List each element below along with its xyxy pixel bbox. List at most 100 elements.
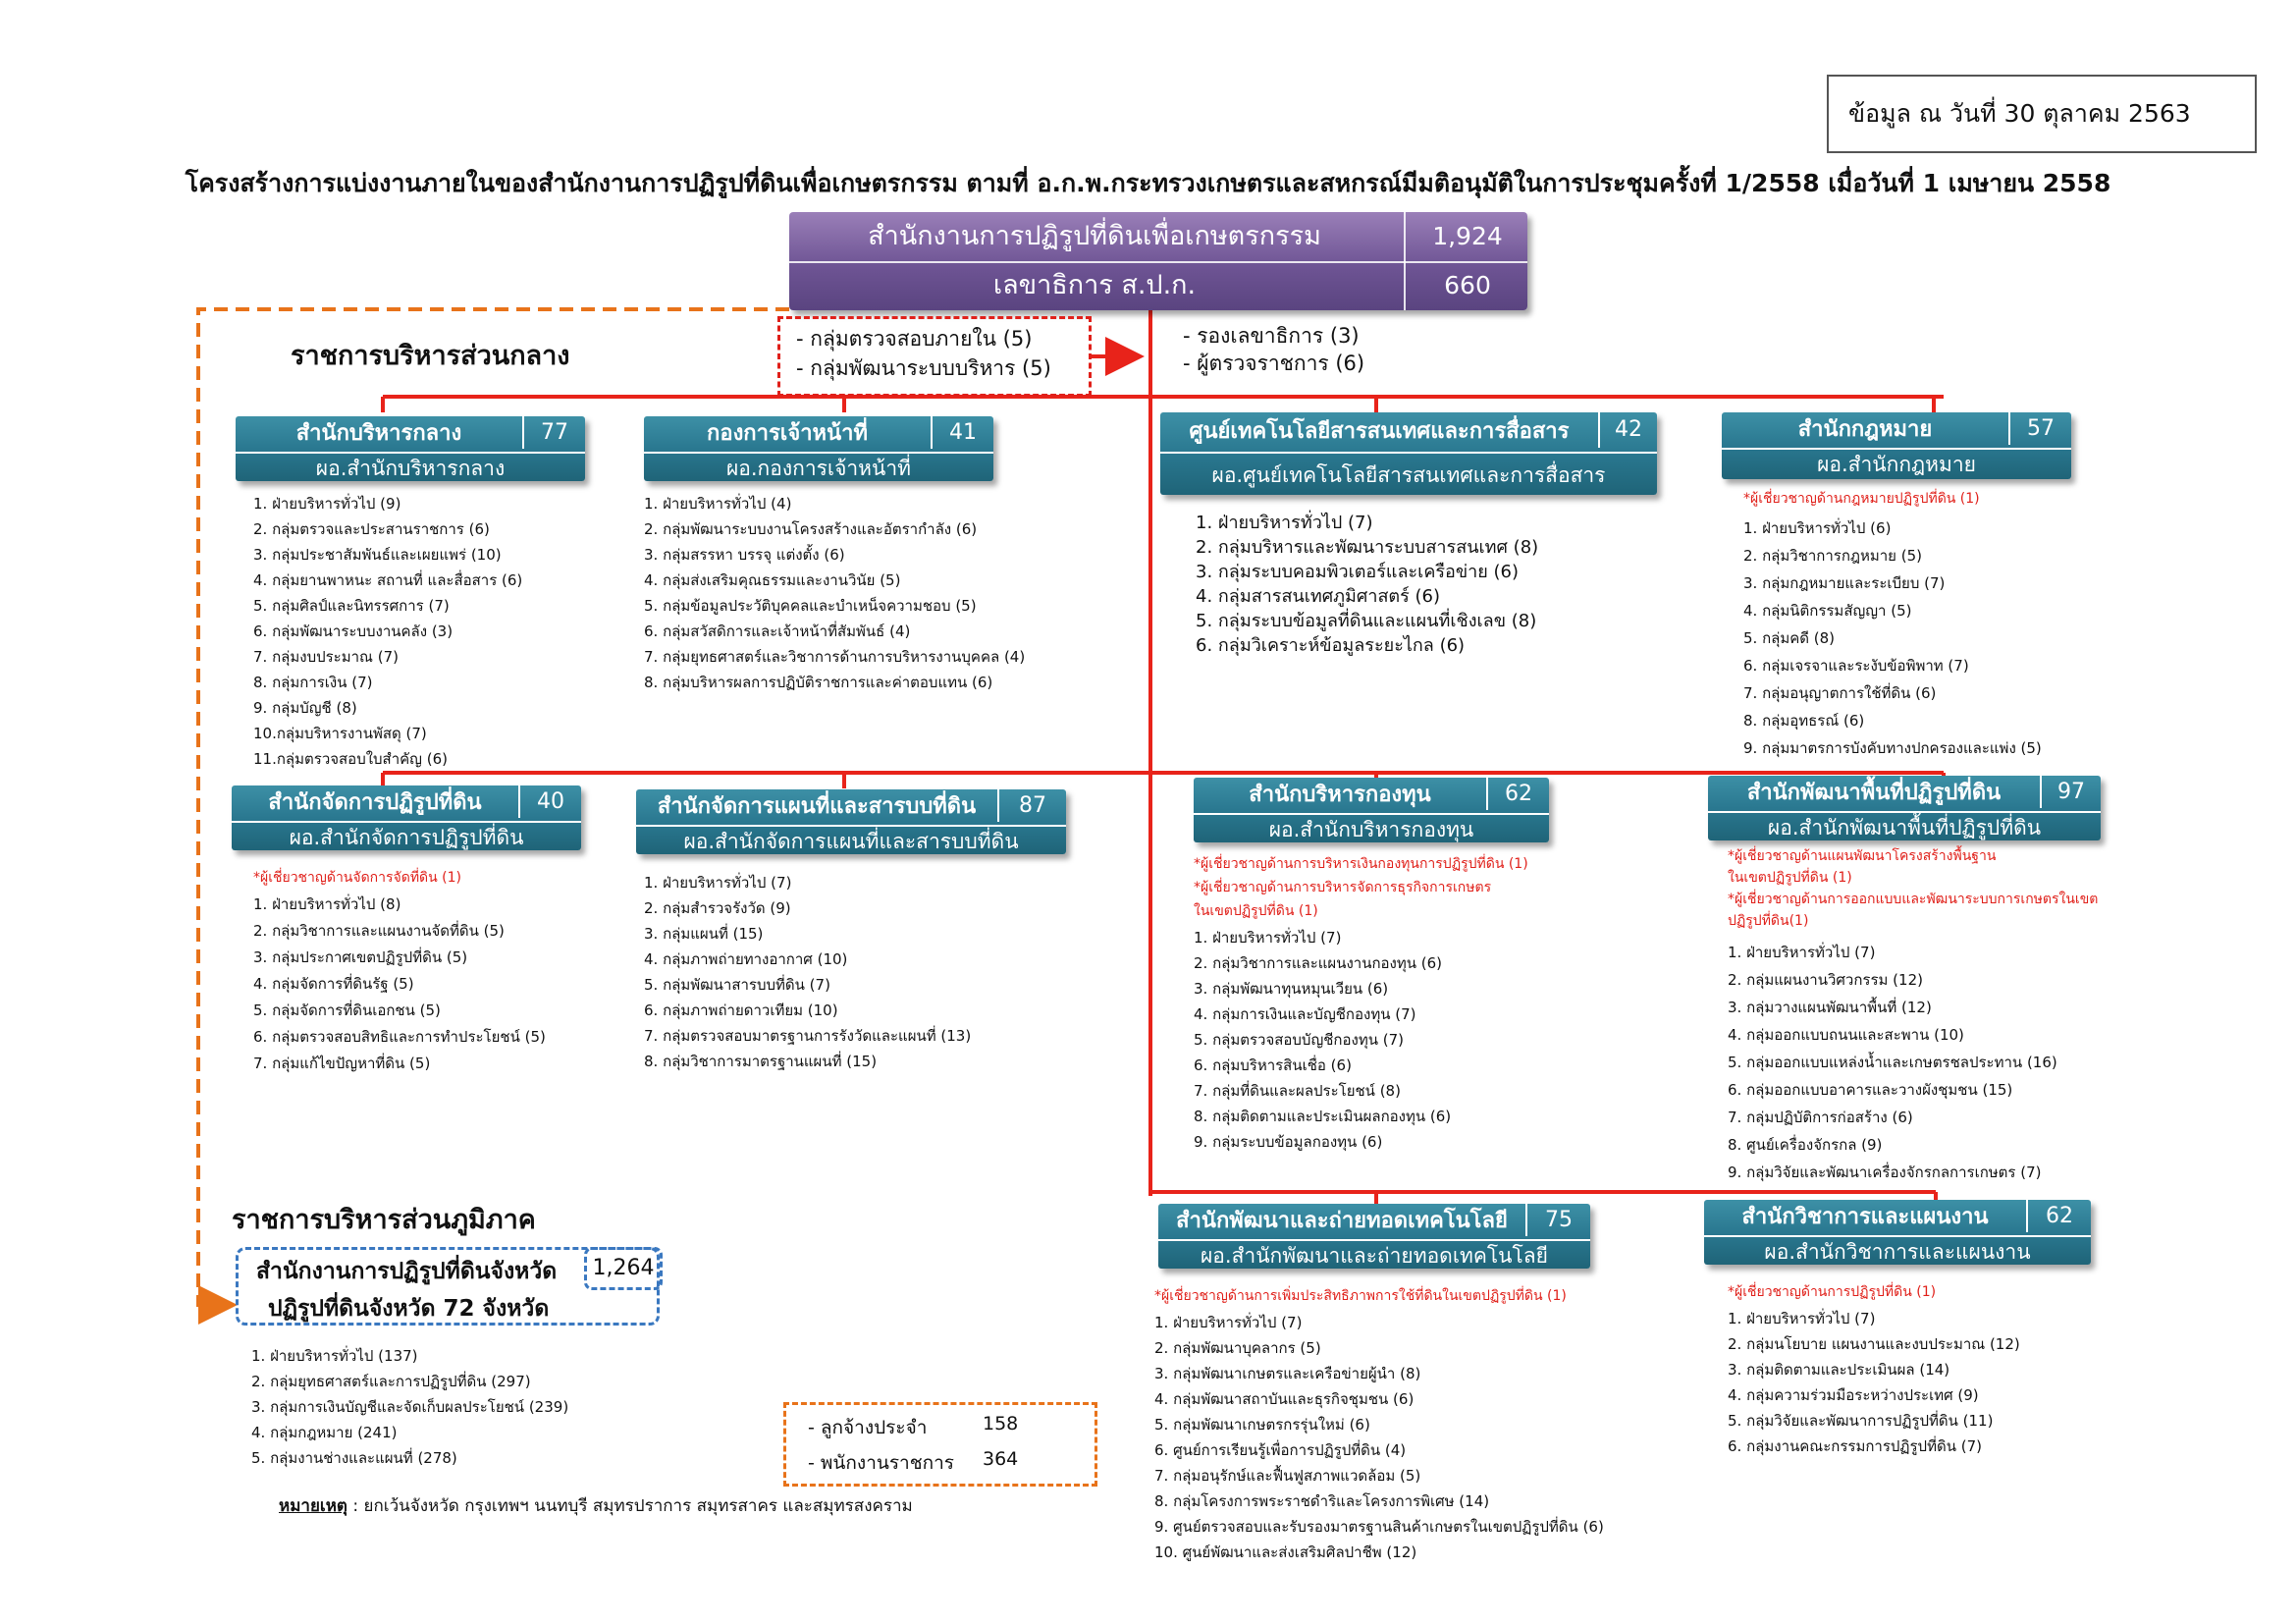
list-item: 6. กลุ่มตรวจสอบสิทธิและการทำประโยชน์ (5) bbox=[253, 1028, 546, 1046]
list-item: 6. กลุ่มภาพถ่ายดาวเทียม (10) bbox=[644, 1001, 838, 1019]
list-item: 2. กลุ่มสำรวจรังวัด (9) bbox=[644, 899, 791, 917]
unit-name: สำนักจัดการแผนที่และสารบบที่ดิน bbox=[657, 794, 977, 819]
staff-permanent-label: - ลูกจ้างประจำ bbox=[808, 1417, 928, 1438]
unit-name: สำนักพัฒนาและถ่ายทอดเทคโนโลยี bbox=[1176, 1209, 1508, 1233]
list-item: 8. ศูนย์เครื่องจักรกล (9) bbox=[1728, 1136, 1883, 1154]
list-item: 1. ฝ่ายบริหารทั่วไป (7) bbox=[1196, 513, 1373, 533]
list-item: 4. กลุ่มจัดการที่ดินรัฐ (5) bbox=[253, 975, 414, 993]
list-item: 2. กลุ่มวิชาการและแผนงานจัดที่ดิน (5) bbox=[253, 922, 505, 940]
list-item: 5. กลุ่มข้อมูลประวัติบุคคลและบำเหน็จความ… bbox=[644, 597, 977, 615]
unit-area-development-expert-note-3: *ผู้เชี่ยวชาญด้านการออกแบบและพัฒนาระบบกา… bbox=[1728, 892, 2099, 907]
unit-director: ผอ.กองการเจ้าหน้าที่ bbox=[644, 452, 993, 483]
list-item: 3. กลุ่มประกาศเขตปฏิรูปที่ดิน (5) bbox=[253, 948, 468, 966]
unit-count: 57 bbox=[2008, 412, 2071, 445]
list-item: 1. ฝ่ายบริหารทั่วไป (137) bbox=[251, 1347, 418, 1365]
unit-count: 75 bbox=[1525, 1204, 1590, 1236]
list-item: 4. กลุ่มออกแบบถนนและสะพาน (10) bbox=[1728, 1026, 1964, 1044]
list-item: 8. กลุ่มอุทธรณ์ (6) bbox=[1743, 712, 1865, 730]
direct-unit-audit: - กลุ่มตรวจสอบภายใน (5) bbox=[796, 327, 1033, 351]
hq-secretary: เลขาธิการ ส.ป.ก. bbox=[992, 270, 1197, 300]
unit-personnel-list: 1. ฝ่ายบริหารทั่วไป (4) 2. กลุ่มพัฒนาระบ… bbox=[644, 491, 1025, 695]
list-item: 6. กลุ่มบริหารสินเชื่อ (6) bbox=[1194, 1056, 1352, 1074]
list-item: 2. กลุ่มวิชาการและแผนงานกองทุน (6) bbox=[1194, 954, 1443, 972]
list-item: 4. กลุ่มความร่วมมือระหว่างประเทศ (9) bbox=[1728, 1386, 1979, 1404]
staff-summary-box: - ลูกจ้างประจำ 158 - พนักงานราชการ 364 bbox=[783, 1402, 1097, 1487]
list-item: 7. กลุ่มตรวจสอบมาตรฐานการรังวัดและแผนที่… bbox=[644, 1027, 972, 1045]
list-item: 3. กลุ่มประชาสัมพันธ์และเผยแพร่ (10) bbox=[253, 546, 502, 564]
unit-ict-center-list: 1. ฝ่ายบริหารทั่วไป (7) 2. กลุ่มบริหารแล… bbox=[1196, 511, 1538, 658]
deputy-secretary: - รองเลขาธิการ (3) bbox=[1183, 324, 1360, 348]
list-item: 9. กลุ่มวิจัยและพัฒนาเครื่องจักรกลการเกษ… bbox=[1728, 1164, 2042, 1181]
province-list: 1. ฝ่ายบริหารทั่วไป (137) 2. กลุ่มยุทธศา… bbox=[251, 1343, 568, 1471]
list-item: 5. กลุ่มออกแบบแหล่งน้ำและเกษตรชลประทาน (… bbox=[1728, 1054, 2057, 1071]
list-item: 3. กลุ่มวางแผนพัฒนาพื้นที่ (12) bbox=[1728, 999, 1932, 1016]
unit-land-reform-mgmt: สำนักจัดการปฏิรูปที่ดิน 40 ผอ.สำนักจัดกา… bbox=[232, 785, 581, 850]
list-item: 10. ศูนย์พัฒนาและส่งเสริมศิลปาชีพ (12) bbox=[1154, 1543, 1417, 1561]
list-item: 2. กลุ่มบริหารและพัฒนาระบบสารสนเทศ (8) bbox=[1196, 537, 1539, 558]
list-item: 1. ฝ่ายบริหารทั่วไป (7) bbox=[1194, 929, 1342, 947]
province-count: 1,264 bbox=[584, 1247, 663, 1290]
list-item: 9. กลุ่มระบบข้อมูลกองทุน (6) bbox=[1194, 1133, 1383, 1151]
list-item: 3. กลุ่มสรรหา บรรจุ แต่งตั้ง (6) bbox=[644, 546, 845, 564]
unit-name: สำนักกฎหมาย bbox=[1797, 417, 1933, 442]
list-item: 8. กลุ่มติดตามและประเมินผลกองทุน (6) bbox=[1194, 1108, 1452, 1125]
list-item: 3. กลุ่มกฎหมายและระเบียบ (7) bbox=[1743, 574, 1946, 592]
unit-fund-admin: สำนักบริหารกองทุน 62 ผอ.สำนักบริหารกองทุ… bbox=[1194, 778, 1549, 842]
list-item: 3. กลุ่มแผนที่ (15) bbox=[644, 925, 764, 943]
unit-academic-planning-expert-note: *ผู้เชี่ยวชาญด้านการปฏิรูปที่ดิน (1) bbox=[1728, 1284, 1937, 1300]
unit-name: กองการเจ้าหน้าที่ bbox=[707, 421, 868, 446]
unit-director: ผอ.สำนักบริหารกองทุน bbox=[1194, 813, 1549, 844]
list-item: 1. ฝ่ายบริหารทั่วไป (7) bbox=[1154, 1314, 1303, 1331]
unit-legal: สำนักกฎหมาย 57 ผอ.สำนักกฎหมาย bbox=[1722, 412, 2071, 479]
unit-fund-admin-expert-note-2: *ผู้เชี่ยวชาญด้านการบริหารจัดการธุรกิจกา… bbox=[1194, 880, 1492, 895]
hq-box: สำนักงานการปฏิรูปที่ดินเพื่อเกษตรกรรม 1,… bbox=[789, 212, 1527, 310]
unit-area-development-expert-note-4: ปฏิรูปที่ดิน(1) bbox=[1728, 913, 1809, 929]
unit-academic-planning-list: 1. ฝ่ายบริหารทั่วไป (7) 2. กลุ่มนโยบาย แ… bbox=[1728, 1306, 2020, 1459]
unit-name: สำนักบริหารกองทุน bbox=[1249, 783, 1431, 807]
list-item: 5. กลุ่มวิจัยและพัฒนาการปฏิรูปที่ดิน (11… bbox=[1728, 1412, 1994, 1430]
list-item: 6. กลุ่มสวัสดิการและเจ้าหน้าที่สัมพันธ์ … bbox=[644, 623, 911, 640]
list-item: 3. กลุ่มพัฒนาเกษตรและเครือข่ายผู้นำ (8) bbox=[1154, 1365, 1421, 1382]
list-item: 1. ฝ่ายบริหารทั่วไป (7) bbox=[1728, 944, 1876, 961]
unit-director: ผอ.สำนักจัดการปฏิรูปที่ดิน bbox=[232, 821, 581, 852]
list-item: 1. ฝ่ายบริหารทั่วไป (4) bbox=[644, 495, 792, 513]
list-item: 2. กลุ่มตรวจและประสานราชการ (6) bbox=[253, 520, 490, 538]
unit-maps-cadastre: สำนักจัดการแผนที่และสารบบที่ดิน 87 ผอ.สำ… bbox=[636, 789, 1066, 854]
province-sub: ปฏิรูปที่ดินจังหวัด 72 จังหวัด bbox=[268, 1296, 550, 1322]
list-item: 8. กลุ่มบริหารผลการปฏิบัติราชการและค่าตอ… bbox=[644, 674, 993, 691]
list-item: 7. กลุ่มที่ดินและผลประโยชน์ (8) bbox=[1194, 1082, 1401, 1100]
unit-count: 77 bbox=[522, 416, 585, 449]
list-item: 7. กลุ่มปฏิบัติการก่อสร้าง (6) bbox=[1728, 1109, 1913, 1126]
list-item: 2. กลุ่มนโยบาย แผนงานและงบประมาณ (12) bbox=[1728, 1335, 2020, 1353]
page-title: โครงสร้างการแบ่งงานภายในของสำนักงานการปฏ… bbox=[185, 169, 2111, 197]
list-item: 5. กลุ่มพัฒนาเกษตรกรรุ่นใหม่ (6) bbox=[1154, 1416, 1370, 1434]
list-item: 10.กลุ่มบริหารงานพัสดุ (7) bbox=[253, 725, 427, 742]
unit-director: ผอ.ศูนย์เทคโนโลยีสารสนเทศและการสื่อสาร bbox=[1160, 452, 1657, 497]
list-item: 6. กลุ่มพัฒนาระบบงานคลัง (3) bbox=[253, 623, 454, 640]
unit-academic-planning: สำนักวิชาการและแผนงาน 62 ผอ.สำนักวิชาการ… bbox=[1704, 1200, 2091, 1265]
list-item: 2. กลุ่มแผนงานวิศวกรรม (12) bbox=[1728, 971, 1923, 989]
unit-maps-cadastre-list: 1. ฝ่ายบริหารทั่วไป (7) 2. กลุ่มสำรวจรัง… bbox=[644, 870, 971, 1074]
list-item: 7. กลุ่มงบประมาณ (7) bbox=[253, 648, 399, 666]
unit-central-admin: สำนักบริหารกลาง 77 ผอ.สำนักบริหารกลาง bbox=[236, 416, 585, 481]
list-item: 7. กลุ่มยุทธศาสตร์และวิชาการด้านการบริหา… bbox=[644, 648, 1026, 666]
unit-count: 41 bbox=[931, 416, 993, 449]
unit-name: สำนักจัดการปฏิรูปที่ดิน bbox=[268, 790, 482, 815]
list-item: 2. กลุ่มวิชาการกฎหมาย (5) bbox=[1743, 547, 1922, 565]
staff-permanent-value: 158 bbox=[983, 1413, 1019, 1435]
unit-land-reform-mgmt-list: 1. ฝ่ายบริหารทั่วไป (8) 2. กลุ่มวิชาการแ… bbox=[253, 892, 546, 1077]
regional-section-label: ราชการบริหารส่วนภูมิภาค bbox=[232, 1205, 536, 1235]
unit-central-admin-list: 1. ฝ่ายบริหารทั่วไป (9) 2. กลุ่มตรวจและป… bbox=[253, 491, 522, 772]
list-item: 4. กลุ่มส่งเสริมคุณธรรมและงานวินัย (5) bbox=[644, 571, 901, 589]
hq-count: 1,924 bbox=[1404, 212, 1529, 261]
list-item: 4. กลุ่มนิติกรรมสัญญา (5) bbox=[1743, 602, 1912, 620]
list-item: 5. กลุ่มตรวจสอบบัญชีกองทุน (7) bbox=[1194, 1031, 1404, 1049]
unit-legal-list: 1. ฝ่ายบริหารทั่วไป (6) 2. กลุ่มวิชาการก… bbox=[1743, 514, 2042, 762]
list-item: 3. กลุ่มพัฒนาทุนหมุนเวียน (6) bbox=[1194, 980, 1389, 998]
hq-secretary-count: 660 bbox=[1404, 261, 1529, 310]
list-item: 11.กลุ่มตรวจสอบใบสำคัญ (6) bbox=[253, 750, 448, 768]
list-item: 8. กลุ่มโครงการพระราชดำริและโครงการพิเศษ… bbox=[1154, 1492, 1490, 1510]
unit-area-development: สำนักพัฒนาพื้นที่ปฏิรูปที่ดิน 97 ผอ.สำนั… bbox=[1708, 776, 2101, 840]
unit-director: ผอ.สำนักวิชาการและแผนงาน bbox=[1704, 1235, 2091, 1267]
list-item: 3. กลุ่มติดตามและประเมินผล (14) bbox=[1728, 1361, 1950, 1379]
